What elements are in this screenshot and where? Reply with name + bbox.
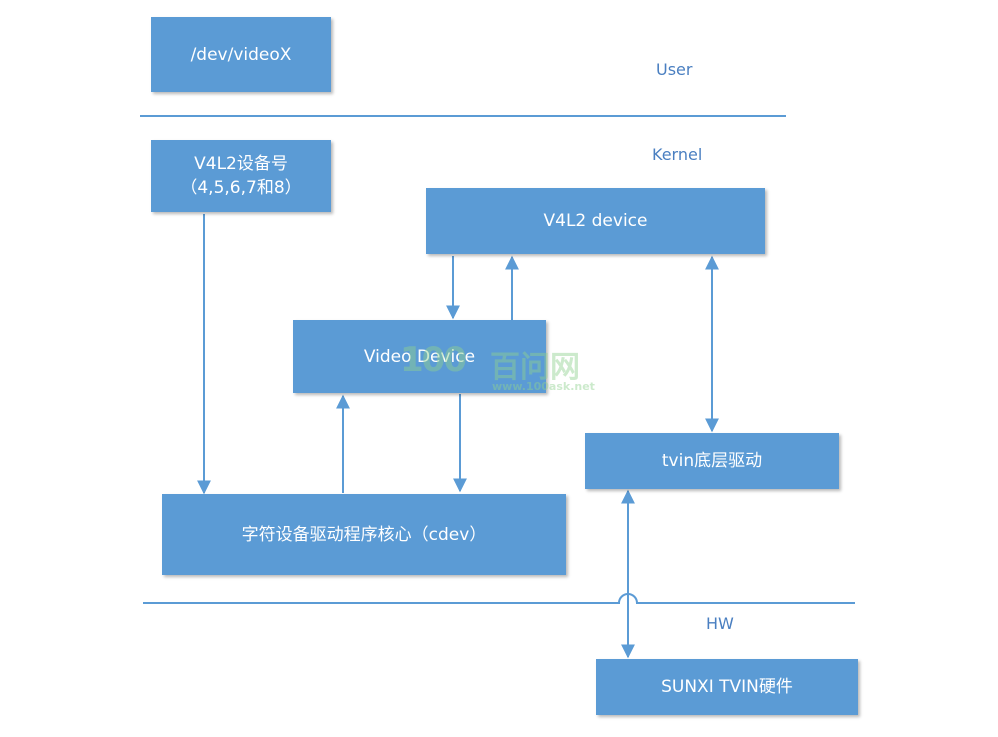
- watermark-url: www.100ask.net: [492, 380, 595, 393]
- dev-videox-node: /dev/videoX: [151, 17, 331, 92]
- layer-label-kernel: Kernel: [652, 145, 703, 164]
- kernel-hw-separator: [143, 593, 855, 604]
- tvin-driver-label: tvin底层驱动: [661, 451, 763, 471]
- v4l2-device-label: V4L2 device: [543, 211, 648, 231]
- dev-videox-label: /dev/videoX: [190, 44, 292, 65]
- video-device-node: Video Device: [293, 320, 546, 393]
- cdev-core-node: 字符设备驱动程序核心（cdev）: [162, 494, 566, 575]
- v4l2-device-number-range: （4,5,6,7和8）: [180, 178, 302, 198]
- watermark-logo: 100: [400, 340, 467, 380]
- layer-label-user: User: [656, 60, 693, 79]
- sunxi-tvin-hw-node: SUNXI TVIN硬件: [596, 659, 858, 715]
- cdev-core-label: 字符设备驱动程序核心（cdev）: [241, 524, 487, 545]
- tvin-driver-node: tvin底层驱动: [585, 433, 839, 489]
- video-device-label: Video Device: [363, 346, 476, 367]
- sunxi-tvin-hw-label: SUNXI TVIN硬件: [661, 677, 793, 697]
- v4l2-device-node: V4L2 device: [426, 188, 765, 254]
- layer-label-hw: HW: [706, 614, 734, 633]
- v4l2-device-number-node: V4L2设备号 （4,5,6,7和8）: [151, 140, 331, 212]
- watermark-name: 百问网: [490, 350, 580, 385]
- v4l2-device-number-label: V4L2设备号: [194, 154, 288, 174]
- watermark: 100 百问网 www.100ask.net: [400, 340, 610, 400]
